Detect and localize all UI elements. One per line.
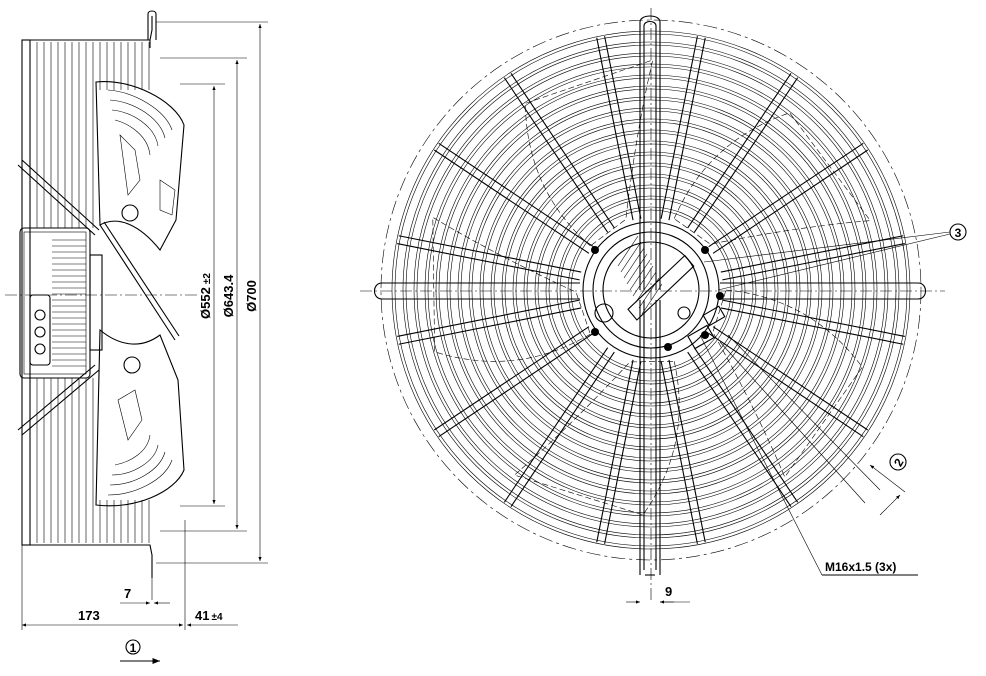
front-view bbox=[360, 8, 945, 600]
fan-blade-lower bbox=[95, 328, 185, 507]
dim-173: 173 bbox=[78, 608, 100, 623]
fan-blades-front bbox=[432, 59, 871, 516]
motor-hub-front bbox=[582, 221, 726, 359]
side-view-dimensions: Ø552±2 Ø643.4 Ø700 173 7 41±4 1 bbox=[22, 21, 268, 665]
dim-7: 7 bbox=[124, 586, 131, 601]
dim-d552: Ø552±2 bbox=[198, 273, 213, 319]
side-view bbox=[5, 10, 200, 630]
front-view-callouts: 3 2 M16x1.5 (3x) 9 bbox=[626, 223, 967, 604]
callout-3: 3 bbox=[955, 226, 962, 240]
thread-label: M16x1.5 (3x) bbox=[825, 560, 896, 574]
callout-1: 1 bbox=[130, 641, 137, 655]
dim-d700: Ø700 bbox=[244, 280, 259, 312]
motor-side bbox=[19, 227, 103, 379]
dim-41: 41±4 bbox=[195, 608, 223, 623]
dim-9: 9 bbox=[665, 584, 672, 599]
fan-blade-upper bbox=[95, 80, 185, 251]
dim-d643: Ø643.4 bbox=[221, 274, 236, 317]
guard-radial-spokes bbox=[397, 36, 905, 544]
